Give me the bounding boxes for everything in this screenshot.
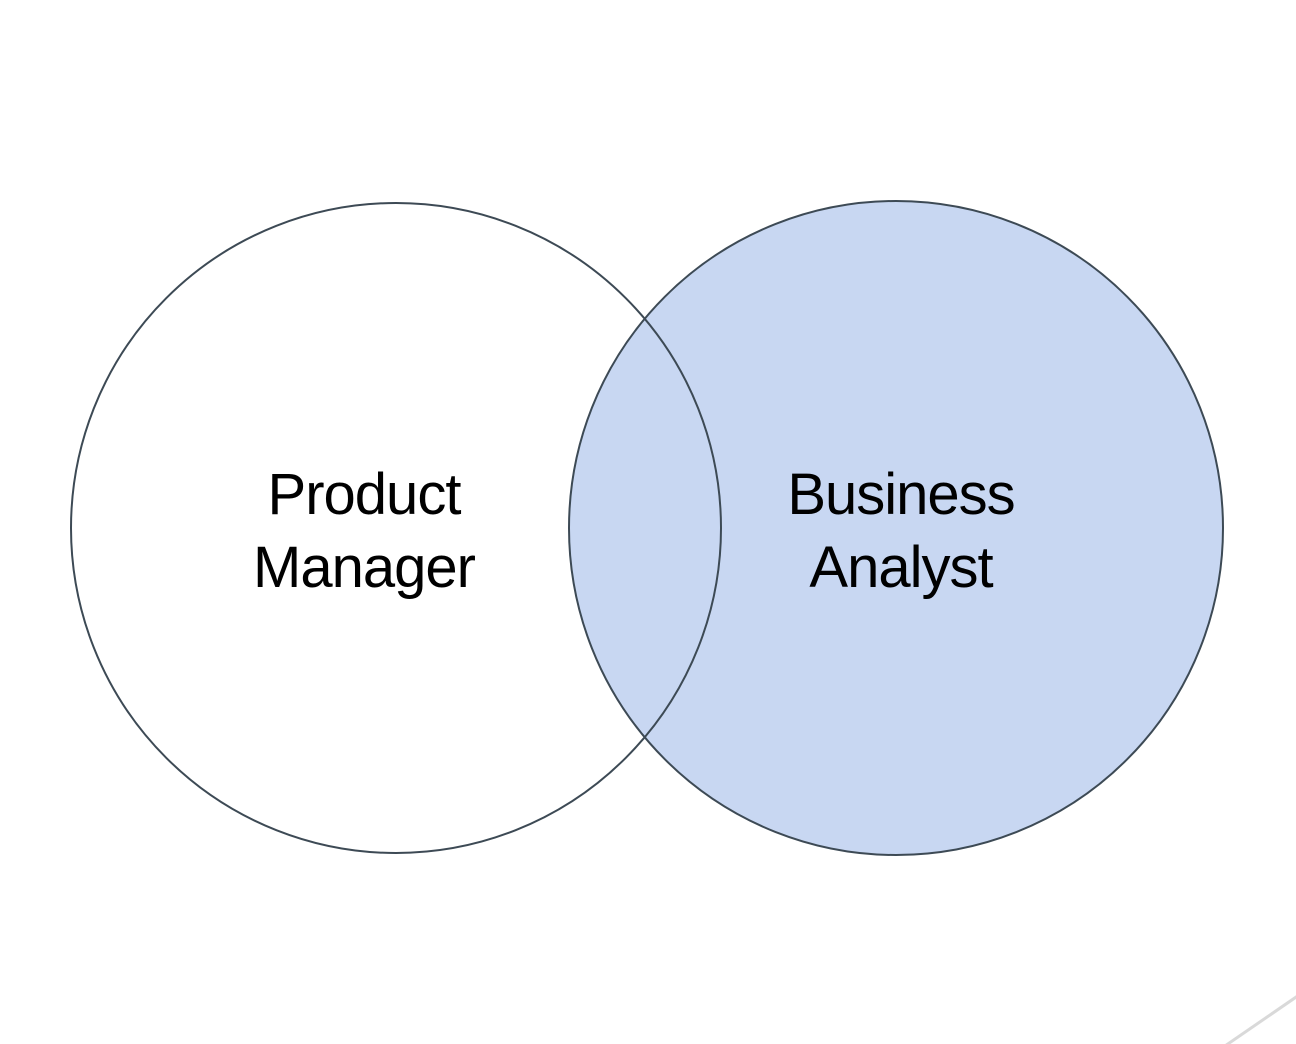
venn-circle-right[interactable] [568,200,1224,856]
venn-circle-left[interactable] [70,202,722,854]
corner-decoration-line [1225,995,1296,1044]
